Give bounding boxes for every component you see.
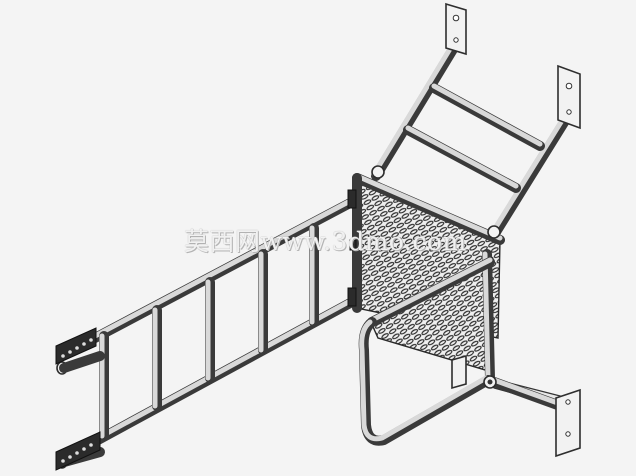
wall-plate-top-right <box>557 64 581 130</box>
left-ladder-section <box>55 197 357 471</box>
wall-plate-lower-mid <box>451 354 467 390</box>
upper-ladder-section <box>371 41 573 239</box>
platform-frame <box>352 173 505 383</box>
upper-ladder-joint-left <box>371 165 385 179</box>
left-ladder-rail-top <box>90 197 357 343</box>
platform-left-brackets <box>347 189 357 307</box>
wall-plate-top-left <box>445 2 467 56</box>
left-wall-plate-top <box>55 327 97 365</box>
platform <box>347 173 505 446</box>
wall-plate-lower-right <box>555 388 581 458</box>
upper-ladder-rungs <box>403 83 545 193</box>
upper-ladder-rail-right <box>491 111 573 237</box>
left-ladder-rungs <box>99 223 319 441</box>
upper-ladder-rail-left <box>371 41 460 181</box>
support-hoop <box>358 317 493 446</box>
mesh-pattern-floor <box>370 262 492 372</box>
upper-ladder-joint-right <box>487 225 501 239</box>
left-wall-plate-bottom <box>55 431 101 471</box>
diagonal-brace <box>483 375 571 413</box>
